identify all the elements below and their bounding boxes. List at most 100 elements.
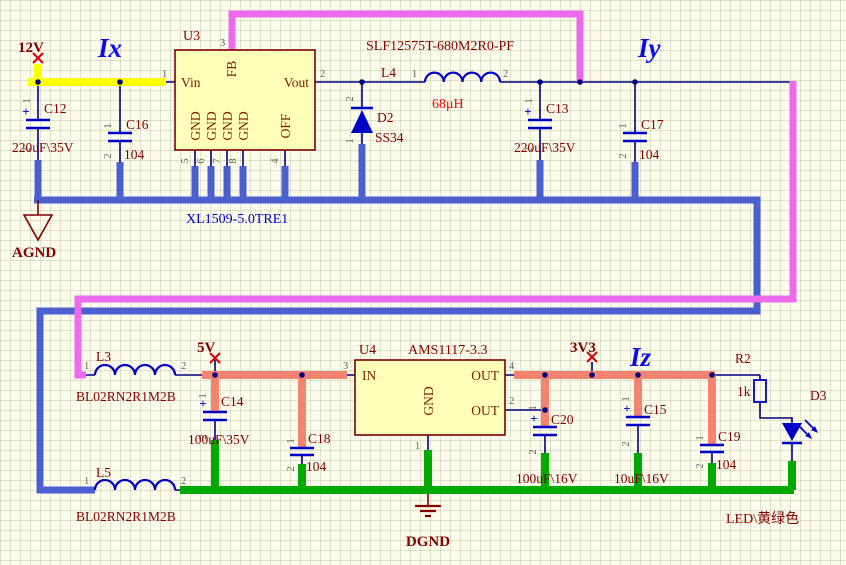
component-l4[interactable]: 1 2 L4 SLF12575T-680M2R0-PF 68μH xyxy=(366,39,514,112)
u4-part-number[interactable]: AMS1117-3.3 xyxy=(408,343,487,358)
power-port-3v3[interactable]: 3V3 xyxy=(570,340,598,363)
c15-value[interactable]: 10uF\16V xyxy=(614,471,669,486)
pin-name: IN xyxy=(362,368,376,383)
component-c18[interactable]: 1 2 C18 104 xyxy=(286,431,331,474)
component-l3[interactable]: 1 2 L3 BL02RN2R1M2B xyxy=(76,349,186,404)
pin-name: GND xyxy=(204,111,219,140)
d2-designator[interactable]: D2 xyxy=(377,110,394,125)
component-r2[interactable]: R2 1k xyxy=(735,351,767,403)
wires-top-section[interactable] xyxy=(37,35,793,167)
current-annotation-iy[interactable]: Iy xyxy=(637,33,662,63)
c16-designator[interactable]: C16 xyxy=(126,117,149,132)
trace-5v-net[interactable] xyxy=(202,371,347,448)
trace-output-net[interactable] xyxy=(74,10,797,379)
current-annotation-ix[interactable]: Ix xyxy=(97,33,122,63)
component-c19[interactable]: 1 2 C19 104 xyxy=(695,429,741,472)
c17-designator[interactable]: C17 xyxy=(641,117,664,132)
pin-number: 2 xyxy=(286,466,297,471)
pin-number: 1 xyxy=(103,123,114,128)
wires-bottom-section[interactable] xyxy=(80,360,793,491)
pin-number: 1 xyxy=(415,441,420,452)
resistor-body xyxy=(753,379,767,403)
c14-value[interactable]: 100uF\35V xyxy=(188,432,250,447)
r2-designator[interactable]: R2 xyxy=(735,351,751,366)
trace-agnd-stubs[interactable] xyxy=(34,144,639,200)
net-label-3v3[interactable]: 3V3 xyxy=(570,340,596,356)
u4-designator[interactable]: U4 xyxy=(359,343,376,358)
power-port-12v[interactable]: 12V xyxy=(18,40,44,64)
pin-number: 1 xyxy=(412,69,417,80)
power-port-dgnd[interactable]: DGND xyxy=(406,494,450,550)
net-label-dgnd[interactable]: DGND xyxy=(406,534,450,550)
capacitor-plates xyxy=(626,415,650,427)
net-label-agnd[interactable]: AGND xyxy=(12,245,56,261)
pin-number: 4 xyxy=(270,158,281,164)
component-c12[interactable]: + 1 2 C12 220uF\35V xyxy=(12,98,74,155)
c19-designator[interactable]: C19 xyxy=(718,429,741,444)
led-arrowhead xyxy=(811,426,818,433)
capacitor-plates xyxy=(533,425,557,437)
capacitor-plates xyxy=(700,443,724,454)
polarity-plus: + xyxy=(530,411,537,426)
pin-number: 2 xyxy=(198,434,209,439)
u3-designator[interactable]: U3 xyxy=(183,29,200,44)
component-c13[interactable]: + 1 2 C13 220uF\35V xyxy=(514,98,576,155)
trace-12v-net[interactable] xyxy=(28,64,166,86)
component-d2[interactable]: 2 1 D2 SS34 xyxy=(345,96,404,145)
pin-name: GND xyxy=(236,111,251,140)
l5-designator[interactable]: L5 xyxy=(96,465,111,480)
l4-part-number[interactable]: SLF12575T-680M2R0-PF xyxy=(366,39,514,54)
d3-value[interactable]: LED\黄绿色 xyxy=(726,510,799,527)
c17-value[interactable]: 104 xyxy=(639,147,660,162)
power-cross-5v-icon xyxy=(209,352,221,364)
current-annotation-iz[interactable]: Iz xyxy=(629,342,652,372)
c20-designator[interactable]: C20 xyxy=(551,412,574,427)
c13-value[interactable]: 220uF\35V xyxy=(514,140,576,155)
pin-number: 2 xyxy=(503,69,508,80)
pin-number: 3 xyxy=(220,38,225,49)
component-l5[interactable]: 1 2 L5 BL02RN2R1M2B xyxy=(76,465,186,524)
c20-value[interactable]: 100uF\16V xyxy=(516,471,578,486)
component-c17[interactable]: 1 2 C17 104 xyxy=(618,117,664,162)
power-port-5v[interactable]: 5V xyxy=(197,340,221,364)
c19-value[interactable]: 104 xyxy=(716,457,737,472)
component-u3[interactable]: U3 XL1509-5.0TRE1 Vin FB Vout GND GND GN… xyxy=(162,29,325,227)
component-u4[interactable]: U4 AMS1117-3.3 IN OUT OUT GND 3 4 2 1 xyxy=(343,343,515,452)
inductor-coil xyxy=(93,363,177,376)
r2-value[interactable]: 1k xyxy=(737,384,751,399)
l4-value[interactable]: 68μH xyxy=(432,97,464,112)
l5-part-number[interactable]: BL02RN2R1M2B xyxy=(76,509,176,524)
power-port-agnd[interactable]: AGND xyxy=(12,200,56,261)
pin-number: 2 xyxy=(345,96,356,101)
c15-designator[interactable]: C15 xyxy=(644,402,667,417)
c13-designator[interactable]: C13 xyxy=(546,101,569,116)
c12-value[interactable]: 220uF\35V xyxy=(12,140,74,155)
component-c20[interactable]: + 1 2 C20 100uF\16V xyxy=(516,405,578,486)
pin-number: 1 xyxy=(345,138,356,143)
trace-3v3-net[interactable] xyxy=(514,371,716,445)
d3-designator[interactable]: D3 xyxy=(810,388,827,403)
l3-part-number[interactable]: BL02RN2R1M2B xyxy=(76,389,176,404)
diode-triangle xyxy=(351,110,373,133)
trace-dgnd-net[interactable] xyxy=(180,440,796,494)
net-label-12v[interactable]: 12V xyxy=(18,40,44,56)
led-arrow-icon xyxy=(798,419,814,435)
component-c15[interactable]: + 1 2 C15 10uF\16V xyxy=(614,396,669,486)
c14-designator[interactable]: C14 xyxy=(221,394,244,409)
u3-part-number[interactable]: XL1509-5.0TRE1 xyxy=(186,212,288,227)
component-c16[interactable]: 1 2 C16 104 xyxy=(103,117,149,162)
capacitor-plates xyxy=(528,118,552,130)
led-arrowhead xyxy=(805,432,812,439)
component-d3[interactable]: D3 LED\黄绿色 xyxy=(726,388,827,527)
l4-designator[interactable]: L4 xyxy=(381,65,396,80)
pin-number: 1 xyxy=(618,123,629,128)
d2-value[interactable]: SS34 xyxy=(375,130,404,145)
c12-designator[interactable]: C12 xyxy=(44,101,67,116)
c16-value[interactable]: 104 xyxy=(124,147,145,162)
c18-designator[interactable]: C18 xyxy=(308,431,331,446)
l3-designator[interactable]: L3 xyxy=(96,349,111,364)
c18-value[interactable]: 104 xyxy=(306,459,327,474)
component-c14[interactable]: + 1 2 C14 100uF\35V xyxy=(188,393,250,447)
net-label-5v[interactable]: 5V xyxy=(197,340,216,356)
